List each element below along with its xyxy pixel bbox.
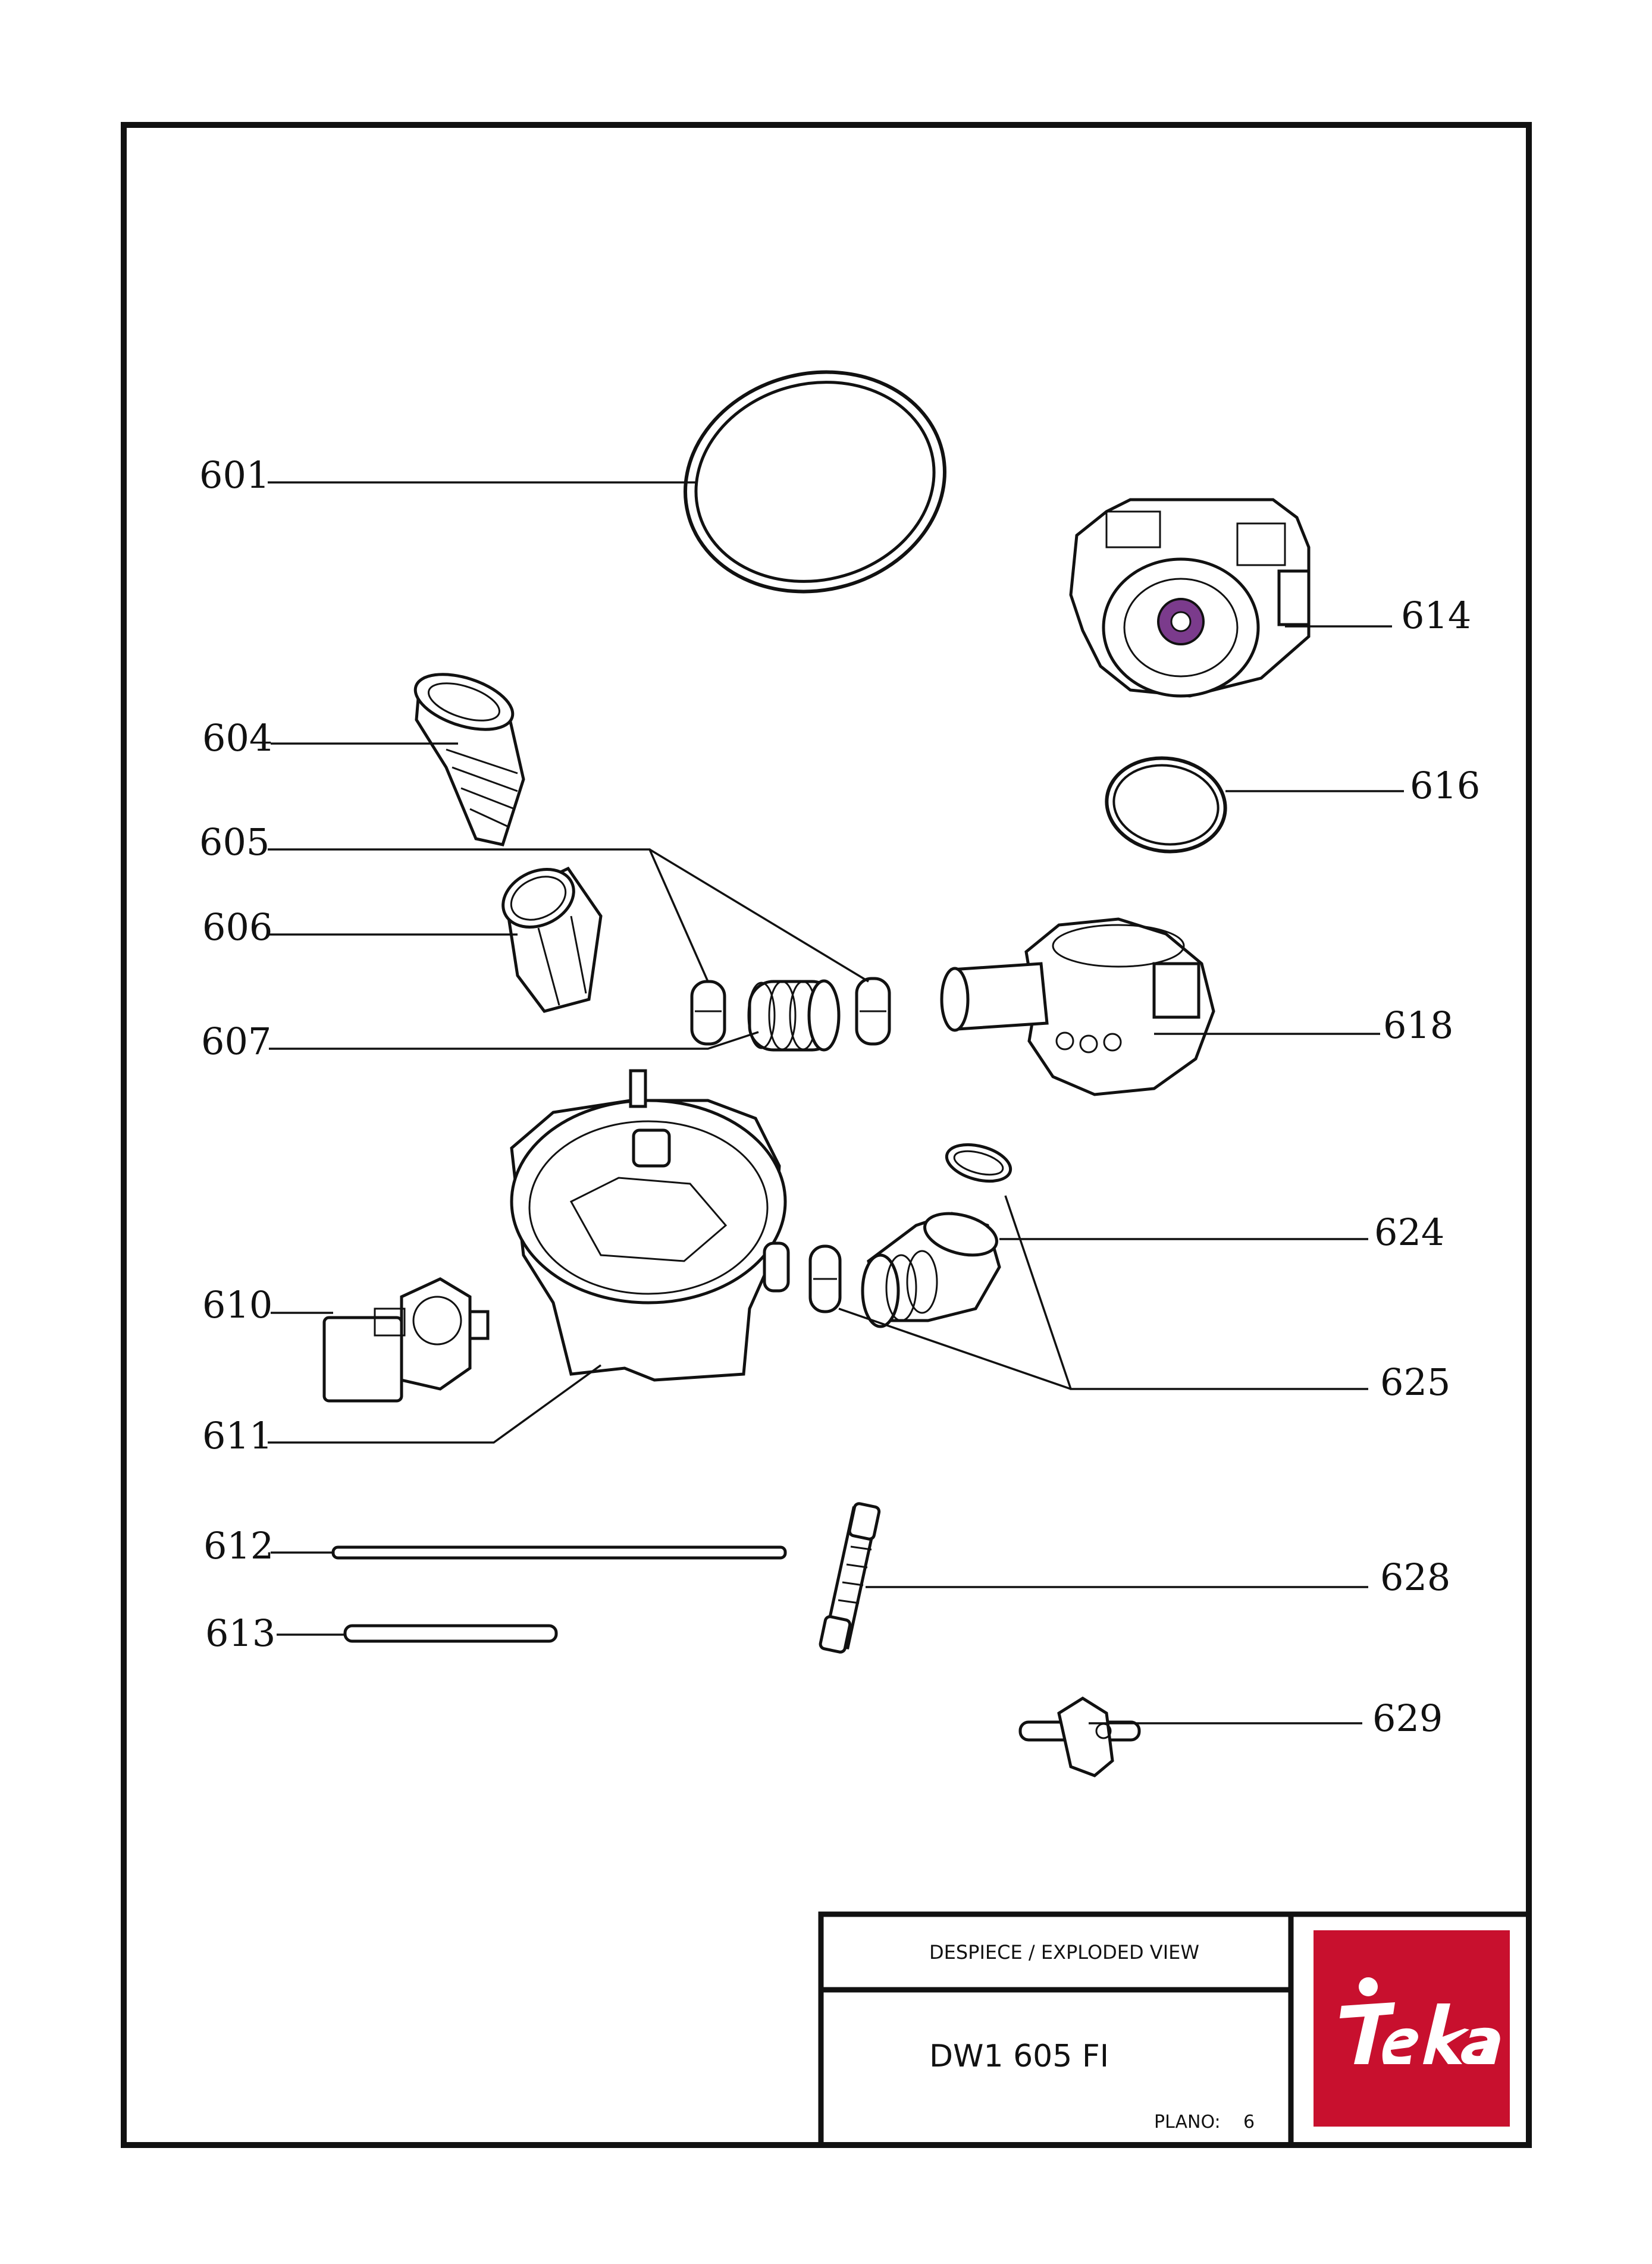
- sheet-border: [121, 122, 1532, 2148]
- part-613-tube: [343, 1624, 558, 1643]
- view-title: DESPIECE / EXPLODED VIEW: [929, 1941, 1199, 1964]
- callout-628: 628: [1380, 1556, 1450, 1599]
- plano-number: 6: [1243, 2112, 1255, 2133]
- callout-625: 625: [1380, 1360, 1450, 1404]
- callout-618: 618: [1383, 1004, 1453, 1047]
- callout-613: 613: [205, 1611, 275, 1655]
- callout-624: 624: [1374, 1211, 1444, 1254]
- part-624-clamp: [945, 1143, 1012, 1183]
- callout-629: 629: [1372, 1697, 1443, 1740]
- part-elbow-hose: [861, 1212, 1001, 1328]
- callout-605: 605: [199, 820, 269, 864]
- callout-610: 610: [202, 1283, 272, 1327]
- title-block: DESPIECE / EXPLODED VIEW DW1 605 FI PLAN…: [818, 1911, 1532, 2148]
- part-604-filter: [413, 673, 525, 846]
- part-611-sump: [510, 1069, 790, 1382]
- part-629-connector: [1018, 1697, 1141, 1777]
- callout-611: 611: [202, 1414, 272, 1457]
- part-625-clamp: [808, 1244, 842, 1313]
- part-628-corrugated-hose: [819, 1502, 881, 1654]
- callout-labels: 601 604 605 606 607 610 611 612 613 614 …: [199, 453, 1480, 1740]
- callout-607: 607: [201, 1020, 271, 1063]
- callout-606: 606: [202, 905, 272, 949]
- part-614-circulation-motor: [1069, 498, 1311, 698]
- plano-label: PLANO:: [1154, 2112, 1221, 2133]
- title-block-frame: [818, 1911, 1532, 2148]
- part-607-bellows-hose: [747, 979, 841, 1052]
- part-616-gasket-ring: [1105, 756, 1227, 854]
- part-610-drain-pump: [322, 1277, 490, 1403]
- leader-lines: [268, 481, 1404, 1724]
- callout-601: 601: [199, 453, 269, 497]
- callout-612: 612: [203, 1524, 274, 1567]
- part-605-clamp-left: [690, 980, 726, 1046]
- callout-616: 616: [1410, 764, 1480, 807]
- callout-604: 604: [202, 716, 272, 760]
- part-618-heater-housing: [940, 917, 1215, 1096]
- callout-614: 614: [1401, 594, 1471, 637]
- part-601-gasket-ring: [684, 370, 946, 594]
- part-612-rod: [331, 1545, 787, 1560]
- model-number: DW1 605 FI: [929, 2039, 1109, 2074]
- part-606-coarse-filter: [501, 866, 603, 1013]
- part-605-clamp-right: [855, 977, 891, 1046]
- teka-logo: [1314, 1930, 1510, 2127]
